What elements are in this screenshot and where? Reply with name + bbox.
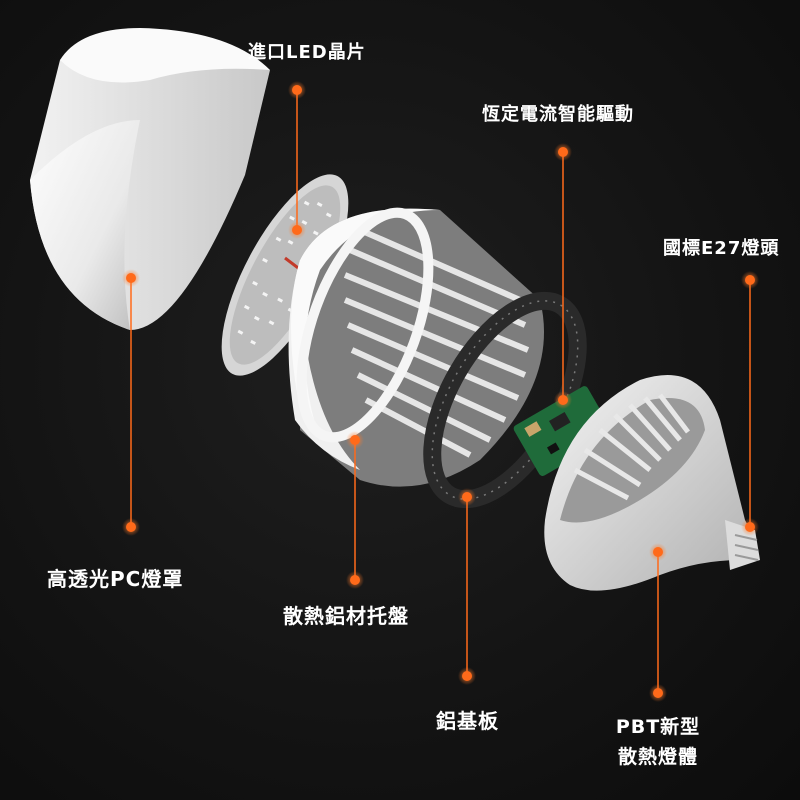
label-led-chip: 進口LED晶片 [248, 42, 366, 63]
leader-lines [130, 90, 751, 693]
pc-cover-part [30, 28, 270, 330]
label-aluminum-board: 鋁基板 [436, 709, 499, 733]
marker-aluminum [458, 667, 476, 685]
label-base: 國標E27燈頭 [663, 238, 780, 259]
markers [122, 81, 759, 702]
marker-aluminum-top [458, 488, 476, 506]
label-body-line2: 散熱燈體 [617, 746, 698, 768]
marker-led-chip [288, 221, 306, 239]
label-body-line1: PBT新型 [615, 716, 701, 738]
label-driver: 恆定電流智能驅動 [482, 104, 634, 125]
marker-driver-top [554, 143, 572, 161]
marker-body-top [649, 543, 667, 561]
aluminum-board-part [423, 291, 614, 509]
label-body: PBT新型 散熱燈體 [608, 712, 708, 772]
marker-cover [122, 518, 140, 536]
label-heatsink-tray: 散熱鋁材托盤 [283, 604, 409, 628]
label-cover: 高透光PC燈罩 [47, 567, 184, 591]
heatsink-tray-part [288, 207, 544, 487]
pbt-body-part [544, 375, 760, 591]
marker-driver [554, 391, 572, 409]
marker-heatsink [346, 571, 364, 589]
marker-led-chip-top [288, 81, 306, 99]
marker-heatsink-top [346, 431, 364, 449]
marker-cover-top [122, 269, 140, 287]
marker-body [649, 684, 667, 702]
marker-base [741, 518, 759, 536]
marker-base-top [741, 271, 759, 289]
